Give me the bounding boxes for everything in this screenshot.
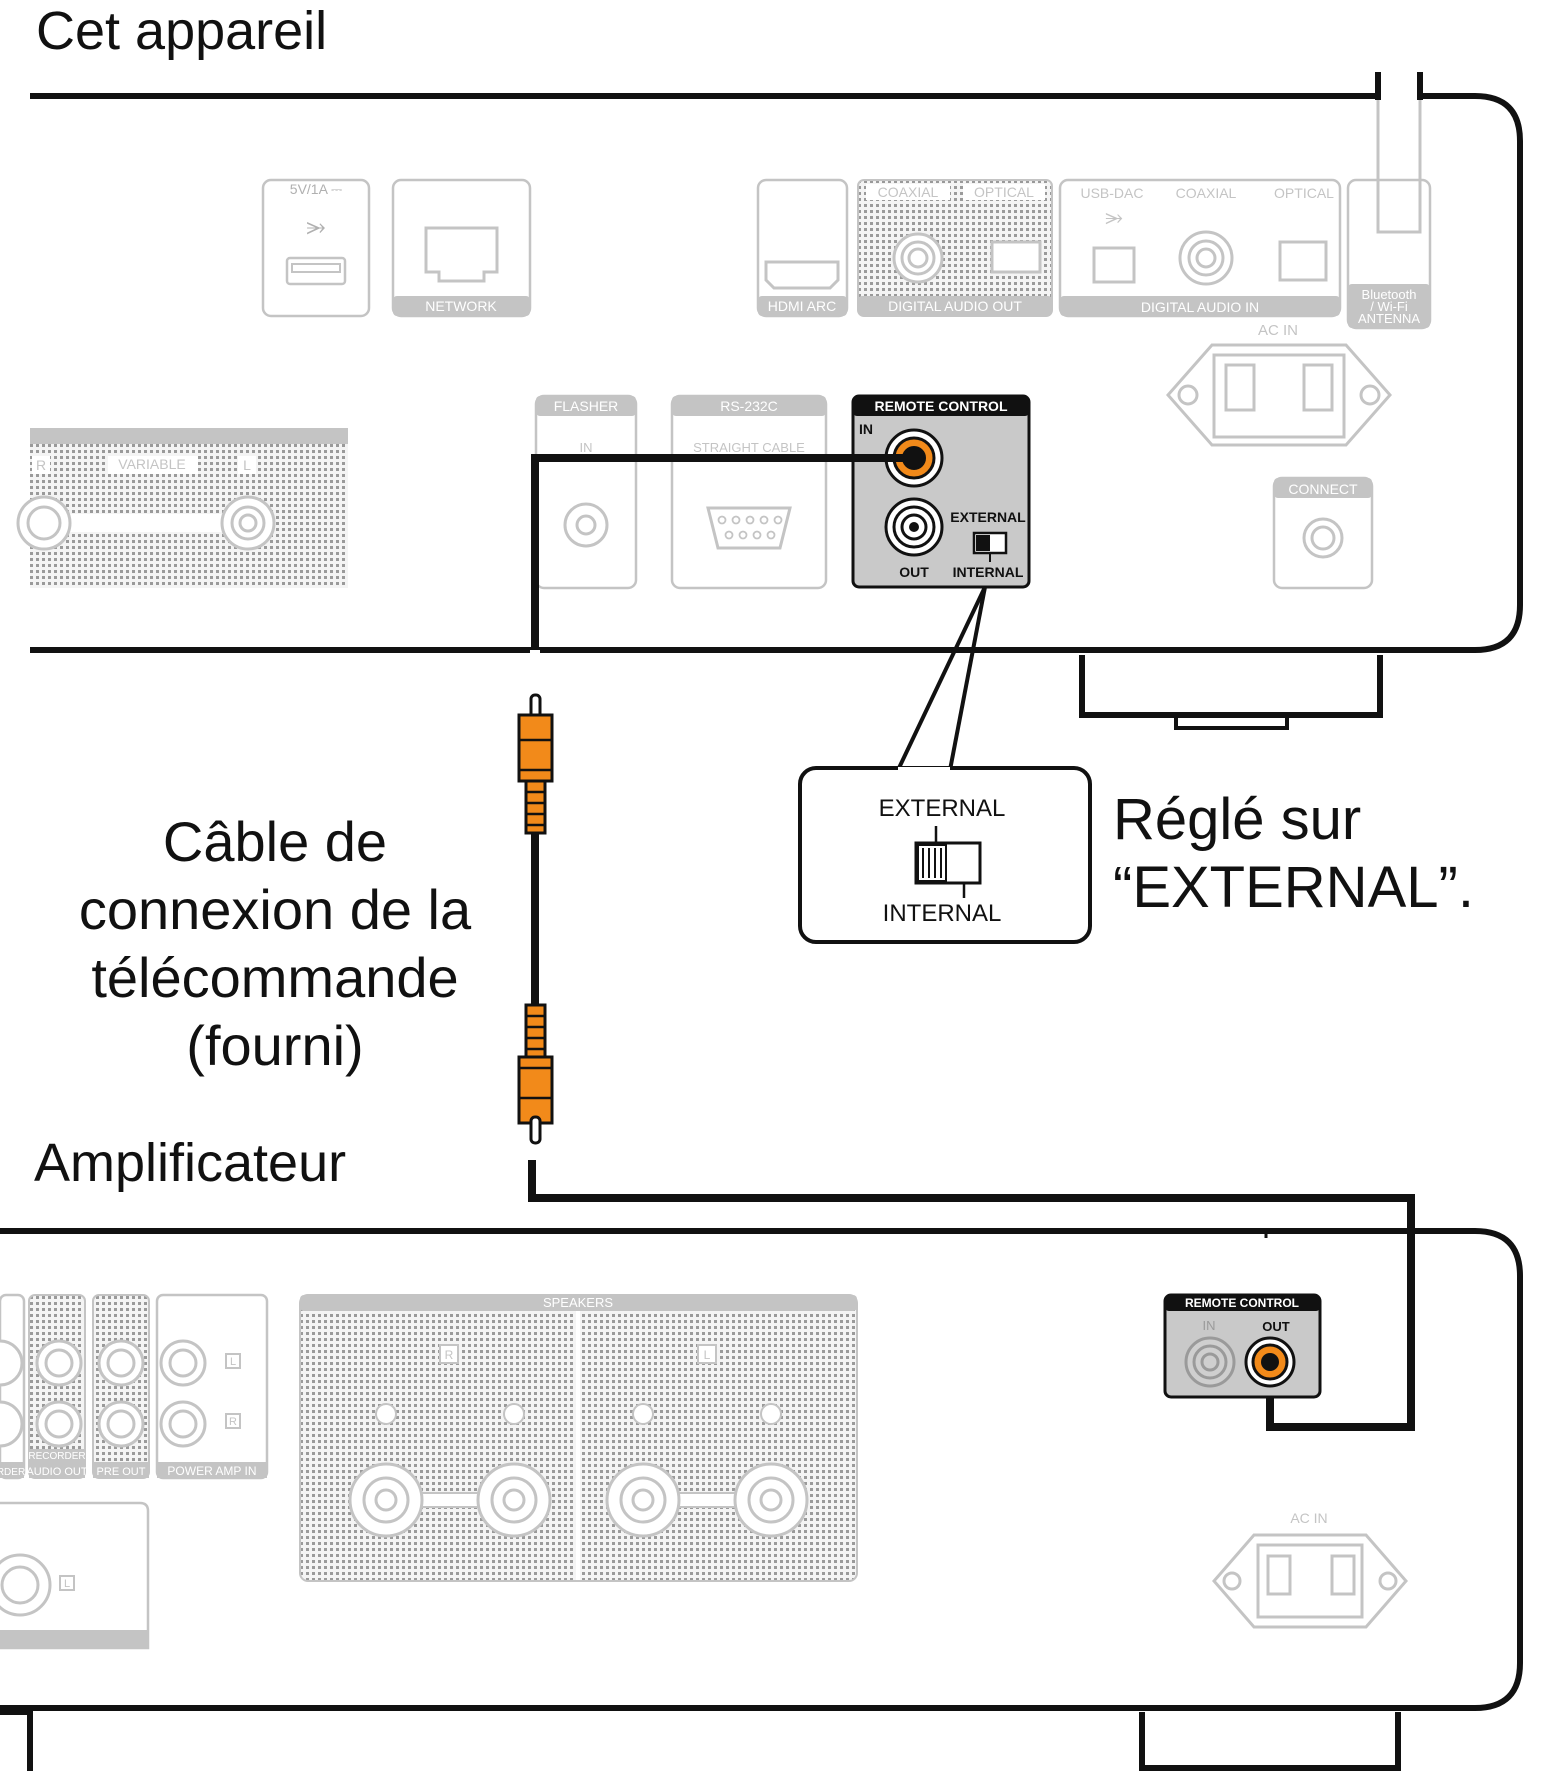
usb-port: 5V/1A ⎓ ⭃: [261, 178, 371, 318]
svg-text:EXTERNAL: EXTERNAL: [950, 509, 1026, 525]
setting-note-line1: Réglé sur: [1113, 787, 1362, 852]
amplifier-body: [0, 1228, 1523, 1771]
svg-text:RECORDER: RECORDER: [28, 1451, 85, 1462]
svg-text:RDER: RDER: [0, 1467, 25, 1478]
svg-text:AC IN: AC IN: [1258, 322, 1298, 339]
dao-coaxial-label: COAXIAL: [878, 184, 939, 200]
ac-in-device: AC IN: [1166, 322, 1392, 447]
digital-audio-out-label: DIGITAL AUDIO OUT: [888, 298, 1022, 314]
switch-callout: EXTERNAL INTERNAL: [798, 766, 1092, 944]
svg-text:L: L: [64, 1578, 70, 1590]
digital-audio-out-block: DIGITAL AUDIO OUT COAXIAL OPTICAL: [857, 179, 1053, 317]
cable-label-line2: connexion de la: [78, 878, 472, 941]
connect-port: CONNECT: [1272, 476, 1374, 590]
network-label: NETWORK: [425, 298, 497, 314]
svg-text:FLASHER: FLASHER: [554, 398, 619, 414]
setting-note: Réglé sur “EXTERNAL”.: [1113, 786, 1474, 922]
rs232c-port: RS-232C STRAIGHT CABLE: [670, 394, 828, 590]
svg-text:L: L: [704, 1348, 711, 1362]
svg-text:STRAIGHT CABLE: STRAIGHT CABLE: [693, 440, 805, 455]
callout-internal: INTERNAL: [883, 900, 1002, 927]
svg-text:IN: IN: [1203, 1318, 1216, 1333]
svg-text:VARIABLE: VARIABLE: [118, 456, 185, 472]
usb-symbol-icon: ⭃: [306, 213, 325, 240]
svg-text:R: R: [229, 1416, 237, 1428]
network-port: NETWORK: [391, 178, 532, 318]
device-heading: Cet appareil: [36, 1, 328, 61]
svg-text:PRE OUT: PRE OUT: [97, 1466, 146, 1478]
usb-label: 5V/1A ⎓: [290, 181, 342, 197]
hdmi-label: HDMI ARC: [768, 298, 836, 314]
ac-in-amplifier: AC IN: [1212, 1510, 1408, 1629]
variable-out-block: VARIABLE R L: [16, 428, 348, 588]
svg-text:CONNECT: CONNECT: [1288, 481, 1358, 497]
device-remote-control-panel: REMOTE CONTROL IN OUT EXTERNAL INTERNAL: [851, 394, 1031, 589]
svg-text:IN: IN: [580, 440, 593, 455]
flasher-port: FLASHER IN: [534, 394, 638, 590]
svg-text:OUT: OUT: [899, 564, 929, 580]
svg-text:OUT: OUT: [1262, 1319, 1290, 1334]
svg-text:R: R: [36, 457, 46, 473]
remote-control-cable: [517, 454, 1415, 1431]
callout-external: EXTERNAL: [879, 795, 1006, 822]
cable-label-line3: télécommande: [91, 946, 459, 1009]
cable-label-line4: (fourni): [186, 1014, 364, 1077]
digital-audio-in-block: DIGITAL AUDIO IN USB-DAC COAXIAL OPTICAL…: [1058, 178, 1342, 318]
svg-text:Bluetooth: Bluetooth: [1362, 287, 1417, 302]
svg-text:/ Wi-Fi: / Wi-Fi: [1370, 299, 1408, 314]
svg-text:L: L: [243, 457, 251, 473]
svg-text:ANTENNA: ANTENNA: [1358, 311, 1420, 326]
svg-text:IN: IN: [859, 421, 873, 437]
bluetooth-antenna-label: Bluetooth / Wi-Fi ANTENNA: [1346, 178, 1432, 330]
amplifier-heading: Amplificateur: [34, 1133, 347, 1193]
usb-dac-label: USB-DAC: [1080, 185, 1143, 201]
digital-audio-in-label: DIGITAL AUDIO IN: [1141, 299, 1259, 315]
amp-lower-left-input: L: [0, 1501, 150, 1650]
svg-text:⭃: ⭃: [1105, 204, 1123, 229]
device-body: [30, 72, 1523, 730]
cable-label-line1: Câble de: [162, 810, 388, 873]
svg-text:R: R: [445, 1348, 454, 1362]
amp-speaker-terminals: SPEAKERS R L: [299, 1294, 858, 1582]
callout-pointer: [896, 586, 987, 771]
svg-text:REMOTE CONTROL: REMOTE CONTROL: [875, 398, 1008, 414]
dai-coaxial-label: COAXIAL: [1176, 185, 1237, 201]
amp-remote-control-panel: REMOTE CONTROL IN OUT: [1163, 1293, 1322, 1399]
svg-text:REMOTE CONTROL: REMOTE CONTROL: [1185, 1296, 1299, 1310]
amp-recorder-inputs: RDER RECORDER AUDIO OUT PRE OUT POWER AM…: [0, 1293, 269, 1480]
svg-text:POWER AMP IN: POWER AMP IN: [167, 1464, 256, 1478]
cable-label: Câble de connexion de la télécommande (f…: [40, 808, 510, 1080]
svg-text:RS-232C: RS-232C: [720, 398, 778, 414]
svg-text:AUDIO OUT: AUDIO OUT: [26, 1466, 87, 1478]
hdmi-port: HDMI ARC: [756, 178, 849, 318]
svg-text:L: L: [230, 1356, 236, 1368]
svg-text:INTERNAL: INTERNAL: [953, 564, 1024, 580]
svg-text:AC IN: AC IN: [1290, 1510, 1327, 1526]
setting-note-line2: “EXTERNAL”.: [1113, 855, 1474, 920]
dao-optical-label: OPTICAL: [974, 184, 1034, 200]
svg-text:SPEAKERS: SPEAKERS: [543, 1295, 613, 1310]
dai-optical-label: OPTICAL: [1274, 185, 1334, 201]
